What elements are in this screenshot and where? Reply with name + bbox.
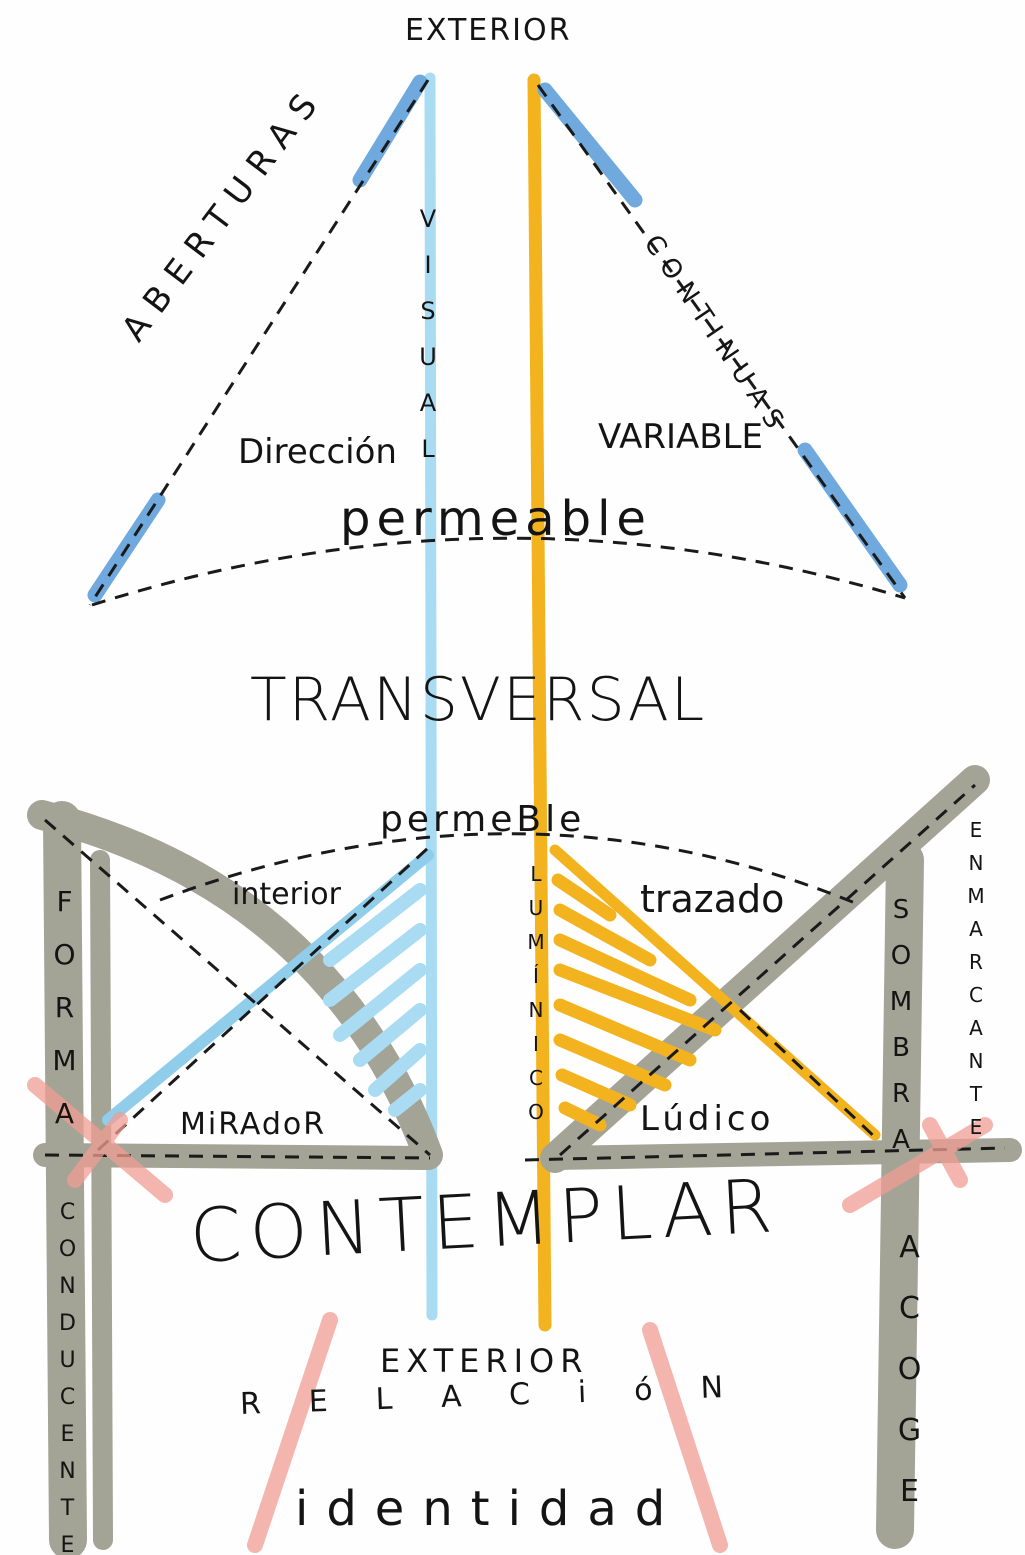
ludico-label: Lúdico (640, 1102, 774, 1136)
conducente-label: CONDUCENTE (56, 1200, 78, 1555)
aperture-stroke-top-right (545, 90, 635, 200)
variable-label: VARIABLE (598, 420, 763, 454)
acoge-vertical-label: ACOGE (894, 1230, 924, 1535)
interior-label: interior (232, 880, 341, 910)
bottom-exterior-label: EXTERIOR (380, 1345, 588, 1377)
permeable-arc (92, 538, 905, 605)
visual-label: VISUAL (416, 205, 440, 481)
left-inner-post (100, 860, 103, 1540)
enmarcante-vertical-label: ENMARCANTE (966, 818, 986, 1148)
sombra-label: SOMBRA (888, 895, 914, 1171)
permeable-top-label: permeable (340, 495, 652, 543)
visual-vertical-label: VISUAL (416, 205, 440, 481)
mirador-label: MiRAdoR (180, 1110, 326, 1140)
forma-vertical-label: FORMA (50, 885, 78, 1150)
acoge-label: ACOGE (894, 1230, 924, 1535)
trazado-label: trazado (640, 880, 784, 918)
aperture-stroke-top-left (360, 82, 420, 180)
transversal-label: TRANSVERSAL (250, 670, 706, 730)
top-exterior-label: EXTERIOR (405, 16, 571, 46)
luminico-vertical-label: LUMÍNICO (526, 862, 546, 1134)
luminico-label: LUMÍNICO (526, 862, 546, 1134)
identidad-label: identidad (295, 1485, 683, 1533)
direccion-label: Dirección (238, 435, 397, 469)
enmarcante-label: ENMARCANTE (966, 818, 986, 1148)
aperture-stroke-low-right (805, 450, 900, 585)
forma-label: FORMA (50, 885, 78, 1150)
permeble-mid-label: permeBle (380, 802, 585, 838)
conducente-vertical-label: CONDUCENTE (56, 1200, 78, 1555)
sombra-vertical-label: SOMBRA (888, 895, 914, 1171)
